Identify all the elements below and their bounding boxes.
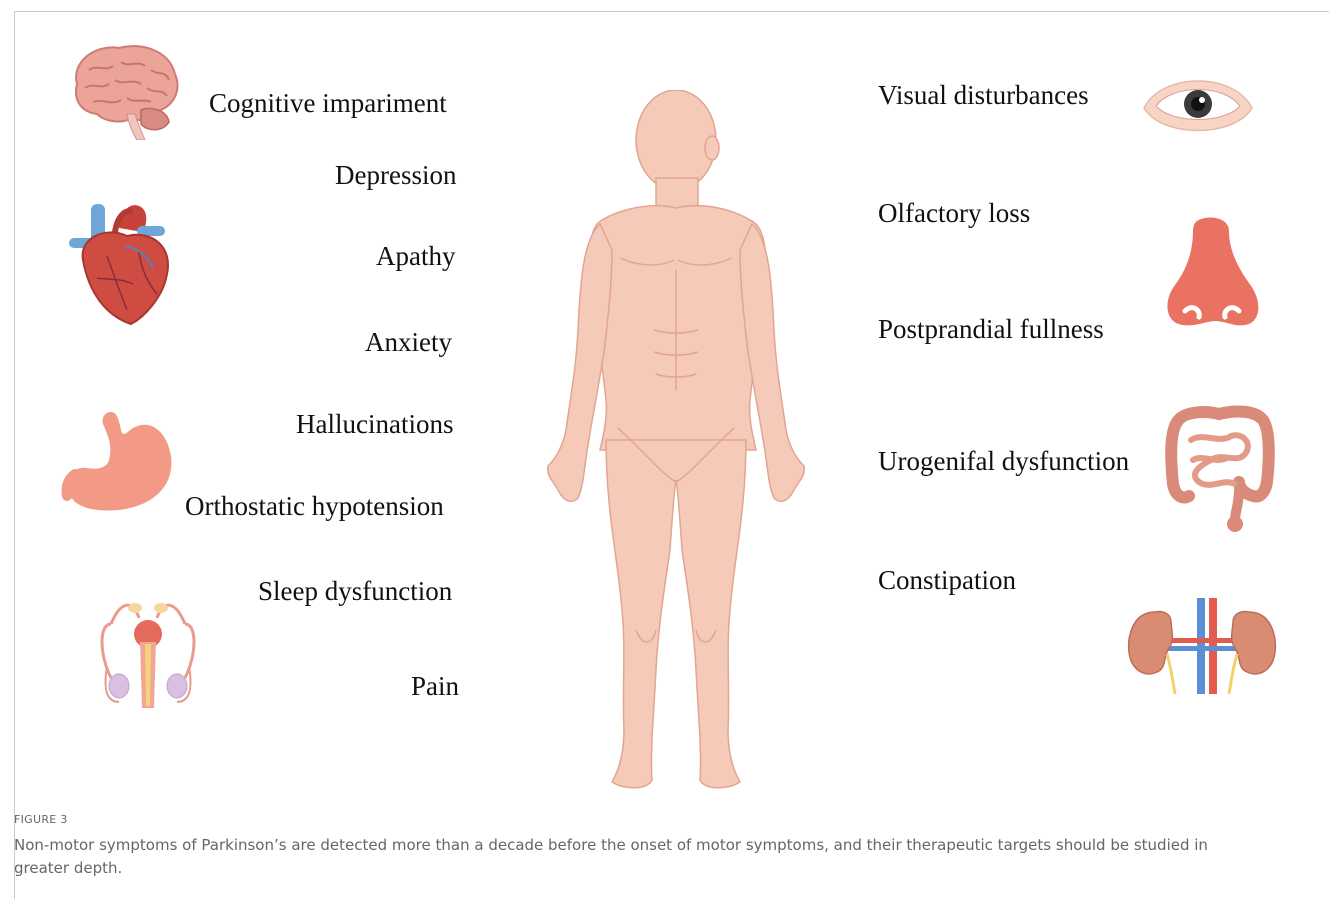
figure-area: Cognitive impariment Depression Apathy A… — [15, 12, 1329, 782]
label-postprandial-fullness: Postprandial fullness — [878, 316, 1104, 343]
label-hallucinations: Hallucinations — [296, 411, 453, 438]
eye-icon — [1142, 72, 1254, 138]
label-visual-disturbances: Visual disturbances — [878, 82, 1089, 109]
label-pain: Pain — [411, 673, 459, 700]
label-anxiety: Anxiety — [365, 329, 452, 356]
label-orthostatic-hypotension: Orthostatic hypotension — [185, 493, 444, 520]
label-sleep-dysfunction: Sleep dysfunction — [258, 578, 452, 605]
caption-text: Non-motor symptoms of Parkinson’s are de… — [14, 834, 1254, 880]
label-urogenital-dysfunction: Urogenifal dysfunction — [878, 448, 1129, 475]
heart-icon — [67, 198, 185, 326]
kidneys-icon — [1127, 598, 1277, 694]
intestines-icon — [1163, 404, 1275, 534]
reproductive-system-icon — [97, 594, 199, 714]
brain-icon — [63, 40, 185, 140]
nose-icon — [1163, 217, 1261, 329]
caption-title: FIGURE 3 — [14, 813, 68, 826]
stomach-icon — [61, 408, 179, 514]
label-constipation: Constipation — [878, 567, 1016, 594]
label-apathy: Apathy — [376, 243, 455, 270]
human-body-figure — [542, 90, 808, 790]
label-olfactory-loss: Olfactory loss — [878, 200, 1030, 227]
label-depression: Depression — [335, 162, 456, 189]
label-cognitive-impairment: Cognitive impariment — [209, 90, 447, 117]
